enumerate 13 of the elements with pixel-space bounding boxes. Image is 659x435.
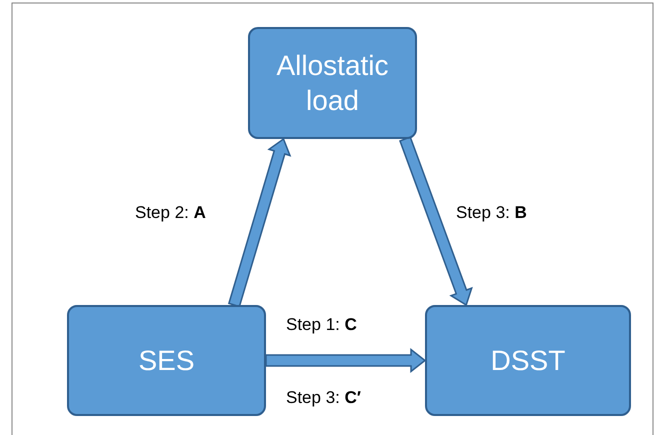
- process-box: [248, 27, 417, 139]
- edge-label: Step 1: C: [284, 315, 359, 335]
- edge-label: Step 3: B: [454, 203, 529, 223]
- node-label: Allostatic load: [275, 49, 390, 118]
- process-box: [67, 305, 266, 416]
- node-label: DSST: [490, 344, 566, 378]
- node-label: SES: [138, 344, 195, 378]
- step-label: Step 3: C′: [284, 388, 363, 408]
- edge-label: Step 2: A: [133, 203, 208, 223]
- process-box: [425, 305, 631, 416]
- block-arrow: [228, 138, 292, 308]
- block-arrow: [399, 136, 473, 306]
- block-arrow: [265, 348, 426, 374]
